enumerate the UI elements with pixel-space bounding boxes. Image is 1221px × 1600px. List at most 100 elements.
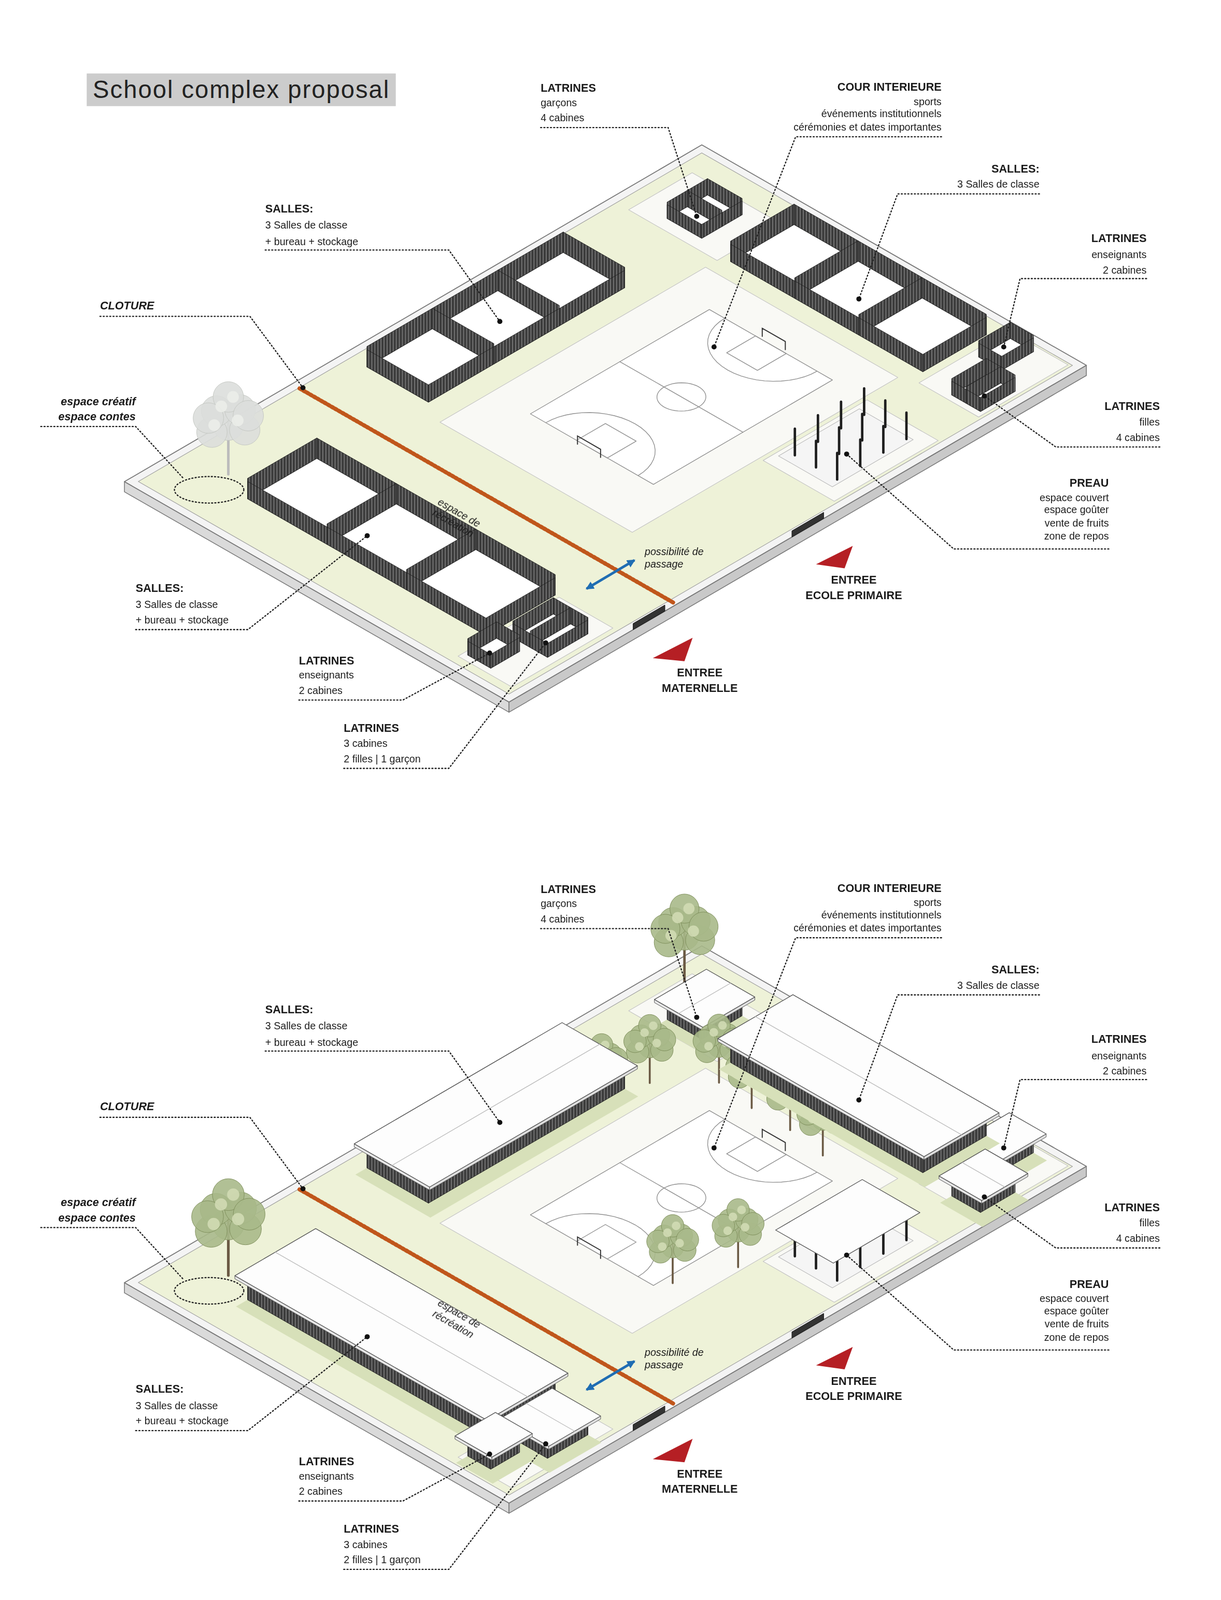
callout-heading: SALLES: bbox=[265, 1003, 314, 1017]
callout-text: espace goûter bbox=[1044, 1304, 1110, 1318]
callout-text: garçons bbox=[540, 898, 577, 911]
goal bbox=[577, 435, 601, 458]
callout-text: 3 Salles de classe bbox=[135, 599, 219, 612]
roof-ridge bbox=[678, 983, 731, 1014]
room-wall bbox=[547, 619, 588, 658]
callout-heading: SALLES: bbox=[265, 202, 314, 217]
room-wall bbox=[327, 527, 407, 590]
tree-highlight bbox=[683, 902, 695, 915]
callout-heading: LATRINES bbox=[1091, 232, 1147, 246]
tree-highlight bbox=[723, 1226, 733, 1235]
zone-label: espace créatif bbox=[60, 395, 136, 409]
callout-heading: LATRINES bbox=[299, 1455, 355, 1469]
callout-text: + bureau + stockage bbox=[265, 1036, 359, 1049]
leader-line bbox=[343, 642, 546, 769]
room-wall bbox=[559, 270, 625, 326]
callout-heading: ENTREE bbox=[831, 573, 877, 588]
callout-heading: ECOLE PRIMAIRE bbox=[805, 589, 902, 603]
entrance-marker bbox=[652, 637, 693, 661]
leader-dot bbox=[844, 451, 850, 457]
callout-text: garçons bbox=[540, 96, 577, 110]
roof bbox=[353, 1022, 637, 1187]
tree-highlight bbox=[634, 1042, 644, 1052]
room-wall bbox=[428, 346, 494, 403]
room-wall bbox=[951, 380, 967, 404]
leader-line bbox=[858, 995, 1040, 1101]
leader-dot bbox=[711, 344, 717, 350]
callout-heading: LATRINES bbox=[1091, 1032, 1147, 1047]
room-wall bbox=[966, 389, 981, 412]
callout-heading: ECOLE PRIMAIRE bbox=[805, 1389, 902, 1404]
callout-heading: ENTREE bbox=[831, 1374, 877, 1389]
leader-line bbox=[984, 1196, 1160, 1248]
callout-text: enseignants bbox=[299, 669, 354, 683]
shelter-roof bbox=[775, 1179, 920, 1263]
entrance-marker bbox=[816, 1346, 854, 1370]
callout-text: sports bbox=[913, 95, 942, 109]
shelter-post bbox=[814, 441, 818, 468]
callout-heading: LATRINES bbox=[1104, 1201, 1160, 1215]
shelter-post bbox=[859, 439, 862, 466]
leader-dot bbox=[487, 650, 493, 656]
callout-text: 3 Salles de classe bbox=[265, 219, 348, 232]
court-line bbox=[726, 1137, 787, 1172]
room-wall bbox=[366, 349, 429, 403]
passage-arrow bbox=[586, 1360, 635, 1390]
callout-heading: LATRINES bbox=[540, 883, 596, 897]
leader-dot bbox=[300, 385, 306, 391]
shelter-post bbox=[838, 427, 841, 454]
room-wall bbox=[406, 572, 486, 636]
callout-text: sports bbox=[913, 897, 942, 910]
callout-text: événements institutionnels bbox=[821, 108, 942, 121]
shelter-post bbox=[882, 426, 885, 453]
court-line bbox=[619, 361, 743, 433]
callout-heading: MATERNELLE bbox=[661, 682, 738, 696]
court-line bbox=[707, 318, 817, 382]
leader-line bbox=[265, 249, 501, 322]
tree-highlight bbox=[208, 419, 221, 432]
callout-text: enseignants bbox=[1091, 1049, 1147, 1063]
leader-line bbox=[858, 193, 1040, 300]
leader-dot bbox=[1001, 344, 1007, 350]
leader-dot bbox=[300, 1186, 306, 1192]
callout-text: enseignants bbox=[299, 1470, 354, 1483]
court-line bbox=[576, 423, 636, 459]
roof-ridge bbox=[526, 1403, 575, 1432]
roof-ridge bbox=[391, 1044, 600, 1166]
entrance-marker bbox=[816, 545, 854, 569]
callout-text: 3 cabines bbox=[343, 1538, 388, 1552]
goal bbox=[577, 1237, 601, 1259]
tree-highlight bbox=[672, 912, 684, 924]
goal bbox=[762, 328, 786, 350]
callout-heading: SALLES: bbox=[991, 963, 1040, 977]
tree-highlight bbox=[231, 414, 244, 427]
tree-highlight bbox=[663, 1228, 673, 1238]
leader-dot bbox=[856, 296, 862, 302]
tree-highlight bbox=[687, 925, 700, 937]
leader-dot bbox=[543, 1441, 549, 1447]
leader-dot bbox=[711, 1145, 717, 1151]
callout-text: cérémonies et dates importantes bbox=[793, 922, 942, 935]
site-wall bbox=[124, 945, 1087, 1503]
leader-dot bbox=[487, 1451, 493, 1457]
callout-heading: LATRINES bbox=[299, 654, 355, 669]
plan-site bbox=[124, 145, 1087, 713]
site-wall bbox=[124, 145, 1087, 703]
leader-line bbox=[100, 1117, 304, 1189]
leader-line bbox=[135, 1336, 368, 1431]
zone-label: espace contes bbox=[58, 410, 136, 424]
shelter-post bbox=[884, 400, 887, 428]
roofed-site bbox=[124, 893, 1087, 1514]
callout-text: 3 Salles de classe bbox=[957, 979, 1040, 992]
room-wall bbox=[490, 637, 520, 669]
callout-text: espace couvert bbox=[1039, 491, 1110, 505]
room-wall bbox=[794, 280, 859, 335]
callout-heading: SALLES: bbox=[135, 581, 184, 596]
passage-arrow bbox=[586, 560, 635, 589]
callout-heading: LATRINES bbox=[343, 721, 400, 736]
zone-label: espace contes bbox=[58, 1211, 136, 1226]
callout-text: espace goûter bbox=[1044, 504, 1110, 517]
callout-text: espace couvert bbox=[1039, 1292, 1110, 1305]
tree-highlight bbox=[226, 1188, 240, 1201]
